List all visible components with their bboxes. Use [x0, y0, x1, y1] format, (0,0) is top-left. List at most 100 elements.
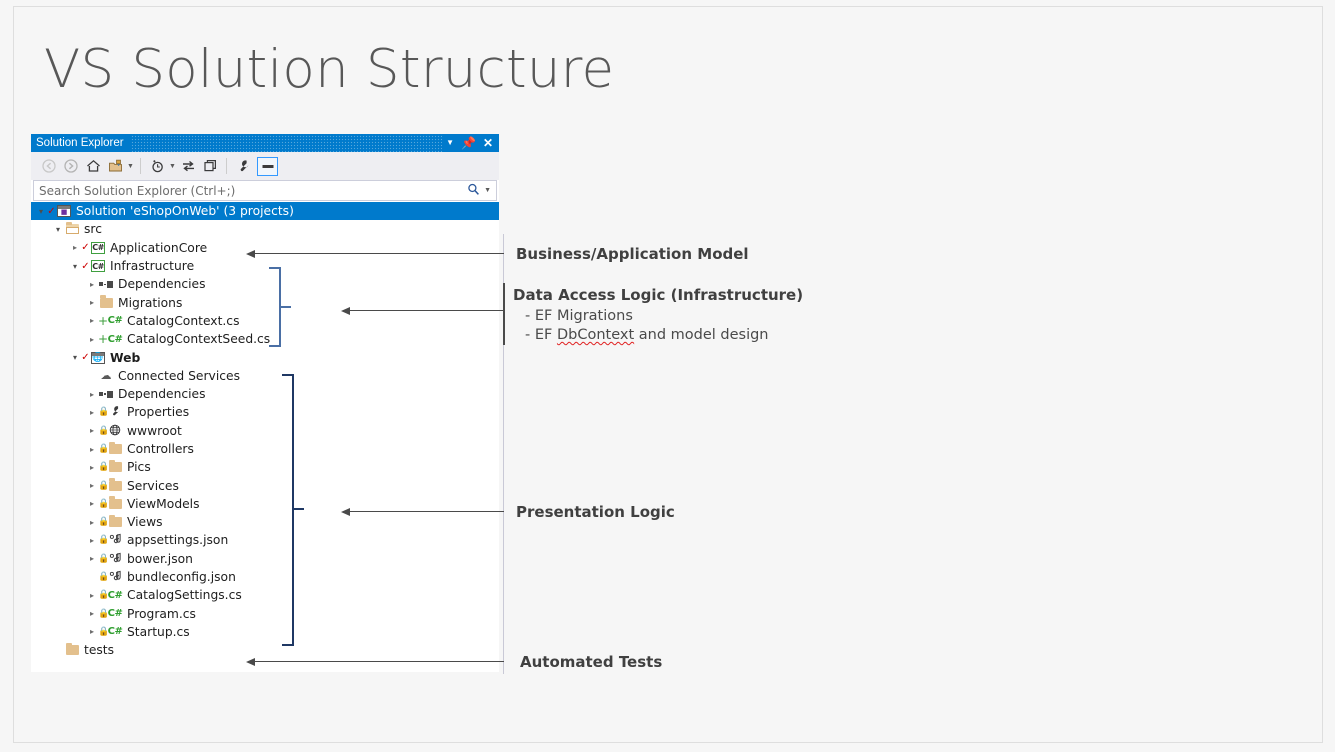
expander-closed-icon[interactable]: ▸ — [89, 334, 94, 344]
sync-dropdown-caret-icon[interactable]: ▼ — [127, 162, 134, 170]
folder-icon — [108, 459, 122, 473]
dependencies-icon — [99, 280, 113, 288]
folder-icon — [108, 496, 122, 509]
tree-item-icon: 🌐 — [90, 350, 106, 365]
tree-item-label: ApplicationCore — [110, 240, 208, 255]
expander-closed-icon[interactable]: ▸ — [89, 517, 94, 527]
titlebar-drag-handle[interactable] — [130, 134, 443, 152]
tree-item-catalogcontextseed[interactable]: ▸+C#CatalogContextSeed.cs — [31, 330, 499, 348]
tree-item-views[interactable]: ▸🔒Views — [31, 513, 499, 531]
search-icon[interactable] — [467, 183, 482, 199]
search-input[interactable]: Search Solution Explorer (Ctrl+;) — [39, 183, 236, 198]
tree-item-label: Web — [110, 350, 141, 365]
tree-item-infrastructure[interactable]: ▾✓C#Infrastructure — [31, 257, 499, 275]
tree-item-bundleconfig[interactable]: 🔒bundleconfig.json — [31, 568, 499, 586]
tree-item-infra-dependencies[interactable]: ▸ Dependencies — [31, 275, 499, 293]
tree-item-properties[interactable]: ▸🔒Properties — [31, 403, 499, 421]
expander-closed-icon[interactable]: ▸ — [89, 609, 94, 619]
expander-closed-icon[interactable]: ▸ — [89, 462, 94, 472]
tree-item-label: Controllers — [127, 442, 194, 456]
csharp-file-icon: C# — [107, 608, 123, 620]
annotation-data-access: Data Access Logic (Infrastructure) - EF … — [513, 286, 803, 343]
dependencies-icon — [99, 390, 113, 398]
tree-item-applicationcore[interactable]: ▸✓C#ApplicationCore — [31, 239, 499, 257]
expander-open-icon[interactable]: ▾ — [38, 206, 43, 216]
expander-closed-icon[interactable]: ▸ — [72, 243, 77, 253]
tree-item-label: Connected Services — [118, 368, 240, 383]
sync-with-active-document-icon[interactable] — [104, 156, 126, 176]
expander-closed-icon[interactable]: ▸ — [89, 535, 94, 545]
tree-item-label: src — [84, 222, 102, 237]
tree-item-solution[interactable]: ▾✓■Solution 'eShopOnWeb' (3 projects) — [31, 202, 499, 221]
expander-open-icon[interactable]: ▾ — [55, 224, 60, 234]
filter-dropdown-caret-icon[interactable]: ▼ — [169, 162, 176, 170]
tree-item-startupcs[interactable]: ▸🔒C#Startup.cs — [31, 623, 499, 641]
source-control-lock-icon: 🔒 — [98, 572, 110, 583]
expander-closed-icon[interactable]: ▸ — [89, 426, 94, 436]
expander-closed-icon[interactable]: ▸ — [89, 407, 94, 417]
tree-item-label: bower.json — [127, 551, 193, 566]
tree-item-label: wwwroot — [127, 423, 182, 438]
expander-closed-icon[interactable]: ▸ — [89, 389, 94, 399]
tree-item-viewmodels[interactable]: ▸🔒ViewModels — [31, 495, 499, 513]
expander-closed-icon[interactable]: ▸ — [89, 554, 94, 564]
csharp-file-icon: C# — [107, 626, 123, 638]
expander-open-icon[interactable]: ▾ — [72, 261, 77, 271]
tree-item-icon — [107, 459, 123, 475]
tree-item-icon — [107, 496, 123, 511]
expander-closed-icon[interactable]: ▸ — [89, 627, 94, 637]
expander-closed-icon[interactable]: ▸ — [89, 444, 94, 454]
tree-item-label: Dependencies — [118, 277, 206, 292]
tree-item-icon — [98, 387, 114, 402]
back-icon[interactable] — [38, 156, 60, 176]
preview-selected-items-icon[interactable] — [257, 156, 278, 176]
expander-open-icon[interactable]: ▾ — [72, 353, 77, 363]
expander-closed-icon[interactable]: ▸ — [89, 499, 94, 509]
tree-item-icon — [107, 423, 123, 438]
expander-closed-icon[interactable]: ▸ — [89, 481, 94, 491]
refresh-icon[interactable] — [177, 156, 199, 176]
misspelled-word: DbContext — [556, 327, 635, 343]
pending-changes-filter-icon[interactable] — [146, 156, 168, 176]
page-title: VS Solution Structure — [44, 39, 615, 100]
arrow-business — [246, 248, 504, 260]
collapse-all-icon[interactable] — [199, 156, 221, 176]
tree-item-pics[interactable]: ▸🔒Pics — [31, 458, 499, 476]
tree-item-web[interactable]: ▾✓🌐Web — [31, 348, 499, 366]
web-bracket — [278, 374, 308, 646]
expander-closed-icon[interactable]: ▸ — [89, 590, 94, 600]
tree-item-icon: C# — [107, 313, 123, 328]
tree-item-infra-migrations[interactable]: ▸Migrations — [31, 293, 499, 311]
expander-closed-icon[interactable]: ▸ — [89, 316, 94, 326]
forward-icon[interactable] — [60, 156, 82, 176]
tree-item-wwwroot[interactable]: ▸🔒wwwroot — [31, 422, 499, 440]
solution-explorer-titlebar: Solution Explorer ▼ 📌 ✕ — [31, 134, 499, 152]
tree-item-web-dependencies[interactable]: ▸Dependencies — [31, 385, 499, 403]
source-control-lock-icon: 🔒 — [98, 535, 110, 546]
data-access-brace-bar — [503, 283, 505, 345]
pin-icon[interactable]: 📌 — [460, 136, 476, 150]
cloud-icon: ☁ — [100, 369, 112, 383]
tree-item-label: Properties — [127, 405, 190, 420]
tree-item-bowerjson[interactable]: ▸🔒bower.json — [31, 550, 499, 568]
properties-wrench-icon[interactable] — [232, 156, 254, 176]
tree-item-programcs[interactable]: ▸🔒C#Program.cs — [31, 605, 499, 623]
search-dropdown-caret-icon[interactable]: ▼ — [484, 187, 491, 194]
tree-item-appsettings[interactable]: ▸🔒appsettings.json — [31, 531, 499, 549]
tree-item-src[interactable]: ▾ src — [31, 220, 499, 238]
expander-closed-icon[interactable]: ▸ — [89, 279, 94, 289]
chevron-down-icon[interactable]: ▼ — [446, 138, 454, 147]
search-bar[interactable]: Search Solution Explorer (Ctrl+;) ▼ — [33, 180, 497, 201]
home-icon[interactable] — [82, 156, 104, 176]
expander-closed-icon[interactable]: ▸ — [89, 298, 94, 308]
tree-item-tests[interactable]: tests — [31, 641, 499, 659]
tree-item-icon — [64, 221, 80, 237]
globe-icon — [109, 424, 121, 438]
tree-item-catalogsettings[interactable]: ▸🔒C#CatalogSettings.cs — [31, 586, 499, 604]
tree-item-services[interactable]: ▸🔒Services — [31, 476, 499, 494]
tree-item-catalogcontext[interactable]: ▸+C#CatalogContext.cs — [31, 312, 499, 330]
tree-item-connected-services[interactable]: ☁ Connected Services — [31, 367, 499, 385]
tree-item-controllers[interactable]: ▸🔒Controllers — [31, 440, 499, 458]
wrench-icon — [109, 405, 121, 419]
close-icon[interactable]: ✕ — [482, 136, 493, 150]
